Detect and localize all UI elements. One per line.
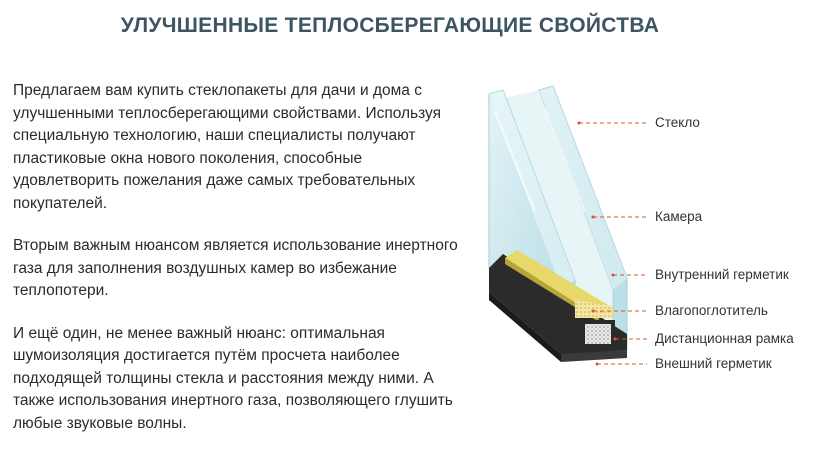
leader-lines [579,122,647,365]
label-glass: Стекло [655,115,700,130]
paragraph-1: Предлагаем вам купить стеклопакеты для д… [13,82,442,212]
label-spacer: Дистанционная рамка [655,331,794,346]
description-text: Предлагаем вам купить стеклопакеты для д… [13,80,463,455]
paragraph-3: И ещё один, не менее важный нюанс: оптим… [13,324,453,432]
double-glazing-diagram: Стекло Камера Внутренний герметик Влагоп… [475,82,827,382]
leader-dots [577,121,617,366]
glazing-illustration [488,85,647,366]
label-inner-sealant: Внутренний герметик [655,267,789,282]
label-chamber: Камера [655,209,703,224]
paragraph-2: Вторым важным нюансом является использов… [13,237,458,299]
desiccant-granules [575,300,613,318]
page-title: УЛУЧШЕННЫЕ ТЕПЛОСБЕРЕГАЮЩИЕ СВОЙСТВА [120,14,660,37]
label-desiccant: Влагопоглотитель [655,303,768,318]
label-outer-sealant: Внешний герметик [655,356,772,371]
spacer-frame [581,320,615,346]
